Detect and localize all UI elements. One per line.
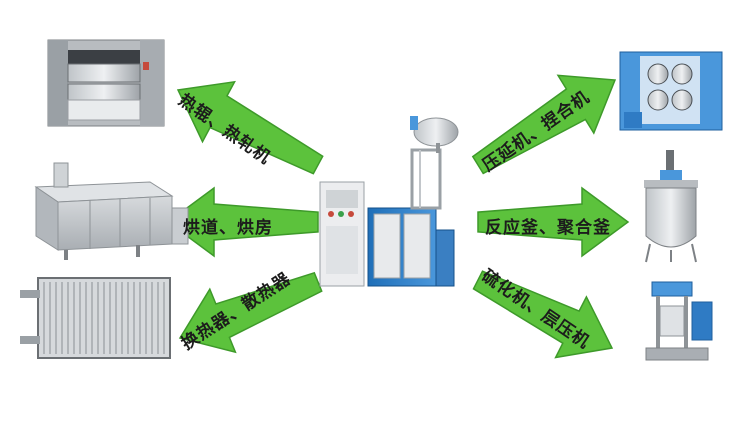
arrow-label-left-mid: 烘道、烘房: [183, 218, 273, 238]
arrow-label-right-mid: 反应釜、聚合釜: [485, 218, 611, 238]
arrow-right-bottom: [472, 270, 614, 359]
arrow-left-top: [176, 80, 324, 175]
arrow-right-top: [471, 74, 617, 175]
calender-machine-image: [619, 51, 723, 131]
heat-exchanger-image: [20, 277, 171, 359]
drying-tunnel-image: [34, 162, 189, 260]
arrow-left-bottom: [178, 271, 323, 354]
vulcanizing-press-image: [645, 281, 713, 361]
arrow-right-mid: [477, 186, 630, 258]
arrow-left-mid: [166, 186, 319, 258]
hot-roll-machine-image: [47, 39, 165, 127]
central-heater-unit: [319, 116, 459, 287]
reactor-vessel-image: [644, 150, 698, 263]
arrows-layer: [166, 74, 630, 359]
